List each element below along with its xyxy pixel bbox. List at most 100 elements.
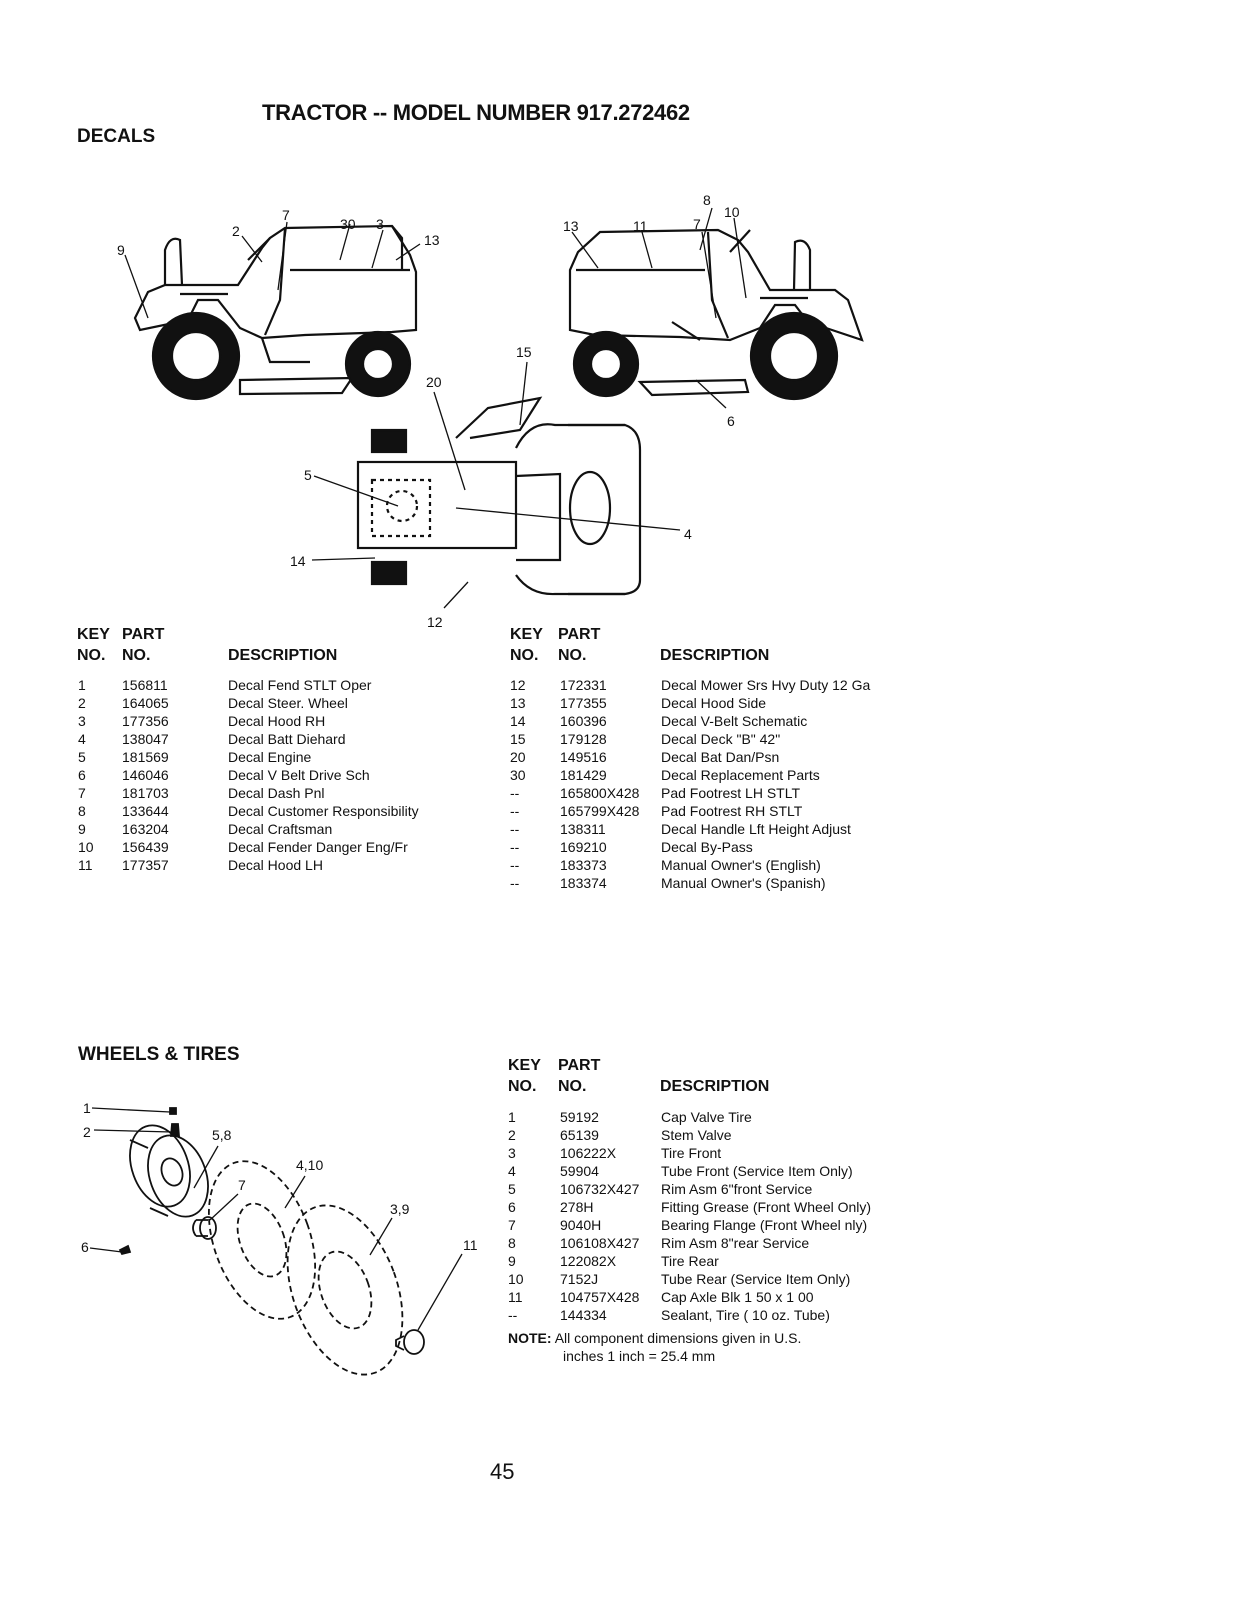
part-number: 183373: [560, 857, 607, 873]
wheel-callout-6: 6: [81, 1239, 89, 1255]
part-number: 144334: [560, 1307, 607, 1323]
part-description: Decal Replacement Parts: [661, 767, 820, 783]
page-number: 45: [490, 1459, 515, 1484]
part-description: Manual Owner's (English): [661, 857, 821, 873]
part-number: 179128: [560, 731, 607, 747]
part-number: 160396: [560, 713, 607, 729]
wheel-callout-2: 2: [83, 1124, 91, 1140]
key-number: 20: [510, 749, 526, 765]
table-row: 15 179128 Decal Deck "B" 42": [510, 730, 870, 748]
callout-9: 9: [117, 242, 125, 258]
key-number: 6: [508, 1199, 516, 1215]
part-number: 156811: [122, 677, 168, 693]
table-row: 6 278H Fitting Grease (Front Wheel Only): [508, 1198, 871, 1216]
part-number: 177355: [560, 695, 607, 711]
callout-10: 10: [724, 204, 740, 220]
part-number: 106108X427: [560, 1235, 640, 1251]
callout-15: 15: [516, 344, 532, 360]
key-number: 1: [78, 677, 86, 693]
part-number: 181569: [122, 749, 169, 765]
key-number: 1: [508, 1109, 516, 1125]
key-number: --: [510, 875, 520, 891]
part-number: 278H: [560, 1199, 594, 1215]
wheel-callout-numbers: 1 2 5,8 4,10 7 3,9 11 6: [81, 1100, 478, 1255]
key-number: 15: [510, 731, 526, 747]
key-number: 9: [508, 1253, 516, 1269]
part-description: Tube Rear (Service Item Only): [661, 1271, 851, 1287]
part-description: Pad Footrest LH STLT: [661, 785, 801, 801]
key-number: 12: [510, 677, 526, 693]
part-description: Tube Front (Service Item Only): [661, 1163, 853, 1179]
callout-5: 5: [304, 467, 312, 483]
key-number: 2: [78, 695, 86, 711]
front-tire-part: [207, 1160, 317, 1320]
part-description: Decal Deck "B" 42": [661, 731, 781, 747]
decals-left-key-header: KEY NO.: [77, 626, 110, 664]
part-description: Manual Owner's (Spanish): [661, 875, 826, 891]
part-number: 172331: [560, 677, 607, 693]
part-number: 104757X428: [560, 1289, 640, 1305]
callout-6: 6: [727, 413, 735, 429]
key-number: 6: [78, 767, 86, 783]
key-number: --: [510, 803, 520, 819]
callout-20: 20: [426, 374, 442, 390]
part-description: Decal Dash Pnl: [228, 785, 325, 801]
wheel-leader-lines: [89, 1107, 463, 1331]
tractor-right-side-view: [568, 228, 864, 397]
key-number: 3: [78, 713, 86, 729]
tractor-right-rear-wheel: [749, 311, 839, 401]
key-number: 10: [508, 1271, 524, 1287]
decals-right-part-header: PART NO.: [558, 626, 601, 664]
part-description: Bearing Flange (Front Wheel nly): [661, 1217, 868, 1233]
part-description: Decal Batt Diehard: [228, 731, 346, 747]
part-description: Cap Valve Tire: [661, 1109, 752, 1125]
page-title: TRACTOR -- MODEL NUMBER 917.272462: [262, 100, 690, 125]
part-number: 122082X: [560, 1253, 617, 1269]
key-number: 5: [78, 749, 86, 765]
table-row: 12 172331 Decal Mower Srs Hvy Duty 12 Ga: [510, 676, 870, 694]
part-description: Decal Hood Side: [661, 695, 767, 711]
key-number: 11: [78, 857, 93, 873]
part-description: Decal Hood LH: [228, 857, 323, 873]
note-line-2: inches 1 inch = 25.4 mm: [563, 1348, 716, 1364]
wheel-callout-4-10: 4,10: [296, 1157, 323, 1173]
note-label: NOTE:: [508, 1330, 552, 1346]
callout-13-left: 13: [424, 232, 440, 248]
wheel-callout-11: 11: [463, 1237, 478, 1253]
valve-cap-part: [169, 1107, 177, 1115]
bearing-flange-part: [192, 1216, 217, 1240]
part-number: 9040H: [560, 1217, 602, 1233]
part-number: 165799X428: [560, 803, 640, 819]
part-description: Fitting Grease (Front Wheel Only): [661, 1199, 872, 1215]
part-description: Decal Mower Srs Hvy Duty 12 Ga: [661, 677, 871, 693]
tractor-left-side-view: [133, 224, 418, 396]
part-number: 59904: [560, 1163, 599, 1179]
part-description: Decal V-Belt Schematic: [661, 713, 808, 729]
callout-3: 3: [376, 216, 384, 232]
key-number: --: [510, 839, 520, 855]
part-number: 183374: [560, 875, 607, 891]
key-number: --: [510, 821, 520, 837]
part-description: Decal Handle Lft Height Adjust: [661, 821, 851, 837]
